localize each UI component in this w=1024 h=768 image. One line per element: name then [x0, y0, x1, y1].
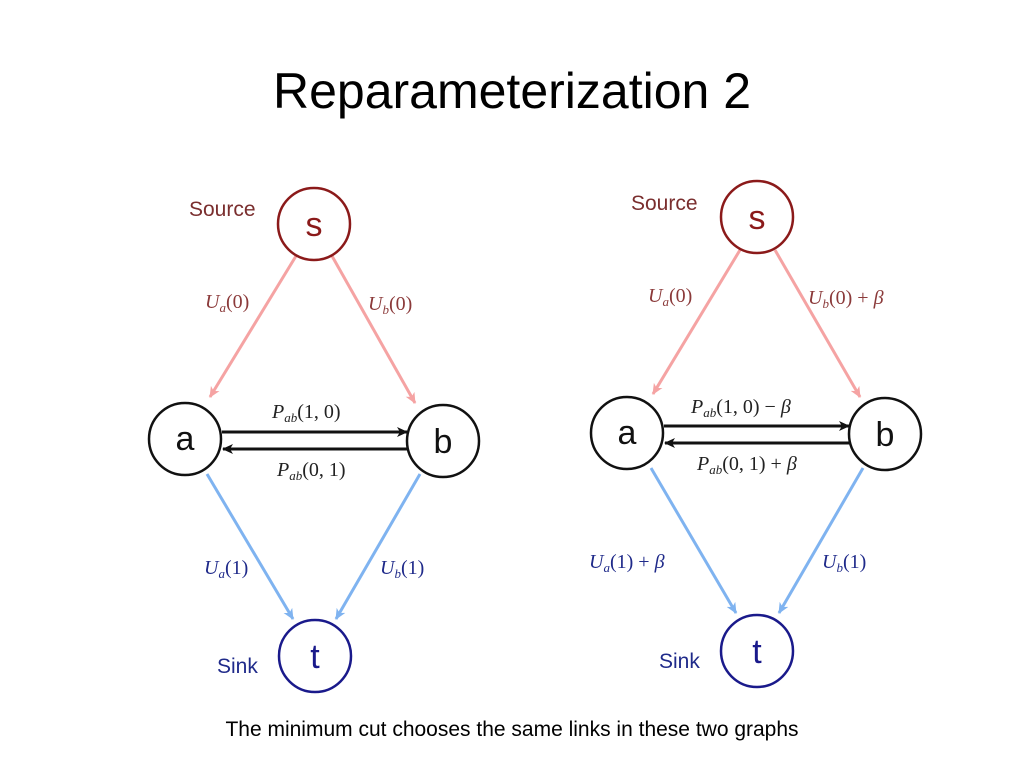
node-b-label: b	[876, 416, 895, 454]
slide-caption: The minimum cut chooses the same links i…	[225, 718, 799, 741]
edge-label-b-t: Ub(1)	[822, 551, 866, 575]
node-sink-label: t	[752, 633, 762, 671]
node-a-label: a	[618, 414, 637, 452]
edge-a-t	[205, 473, 295, 620]
node-sink	[277, 618, 353, 694]
node-sink	[719, 613, 795, 689]
node-a	[589, 395, 665, 471]
edge-a-t	[649, 467, 738, 614]
edge-label-a-b: Pab(1, 0) − β	[690, 396, 791, 420]
source-label: Source	[631, 192, 698, 215]
edge-s-b	[330, 255, 417, 404]
edge-label-a-b: Pab(1, 0)	[271, 401, 341, 425]
node-b	[847, 396, 923, 472]
edge-label-a-t: Ua(1) + β	[589, 551, 665, 575]
edge-label-a-t: Ua(1)	[204, 557, 248, 581]
node-sink-label: t	[310, 638, 320, 676]
node-a-label: a	[176, 420, 195, 458]
node-b	[405, 403, 481, 479]
node-source	[719, 179, 795, 255]
graph-right: s a b t Source Sink Ua(0) Ub(0) + β Pab(…	[589, 179, 923, 689]
node-b-label: b	[434, 423, 453, 461]
sink-label: Sink	[659, 650, 700, 673]
edge-s-b	[773, 249, 862, 398]
slide-title: Reparameterization 2	[272, 63, 752, 119]
edge-label-s-a: Ua(0)	[205, 291, 249, 315]
edge-label-b-t: Ub(1)	[380, 557, 424, 581]
graph-left: s a b t Source Sink Ua(0) Ub(0) Pab(1, 0…	[147, 186, 481, 694]
node-source-label: s	[749, 199, 766, 237]
edge-b-t	[777, 467, 865, 614]
edge-s-a	[651, 249, 742, 395]
node-source	[276, 186, 352, 262]
source-label: Source	[189, 198, 256, 221]
node-source-label: s	[306, 206, 323, 244]
sink-label: Sink	[217, 655, 258, 678]
edge-s-a	[208, 255, 298, 398]
edge-label-b-a: Pab(0, 1) + β	[696, 453, 797, 477]
edge-label-s-b: Ub(0) + β	[808, 287, 884, 311]
edge-label-s-a: Ua(0)	[648, 285, 692, 309]
edge-b-t	[334, 473, 422, 620]
node-a	[147, 401, 223, 477]
edge-label-b-a: Pab(0, 1)	[276, 459, 346, 483]
edge-label-s-b: Ub(0)	[368, 293, 412, 317]
